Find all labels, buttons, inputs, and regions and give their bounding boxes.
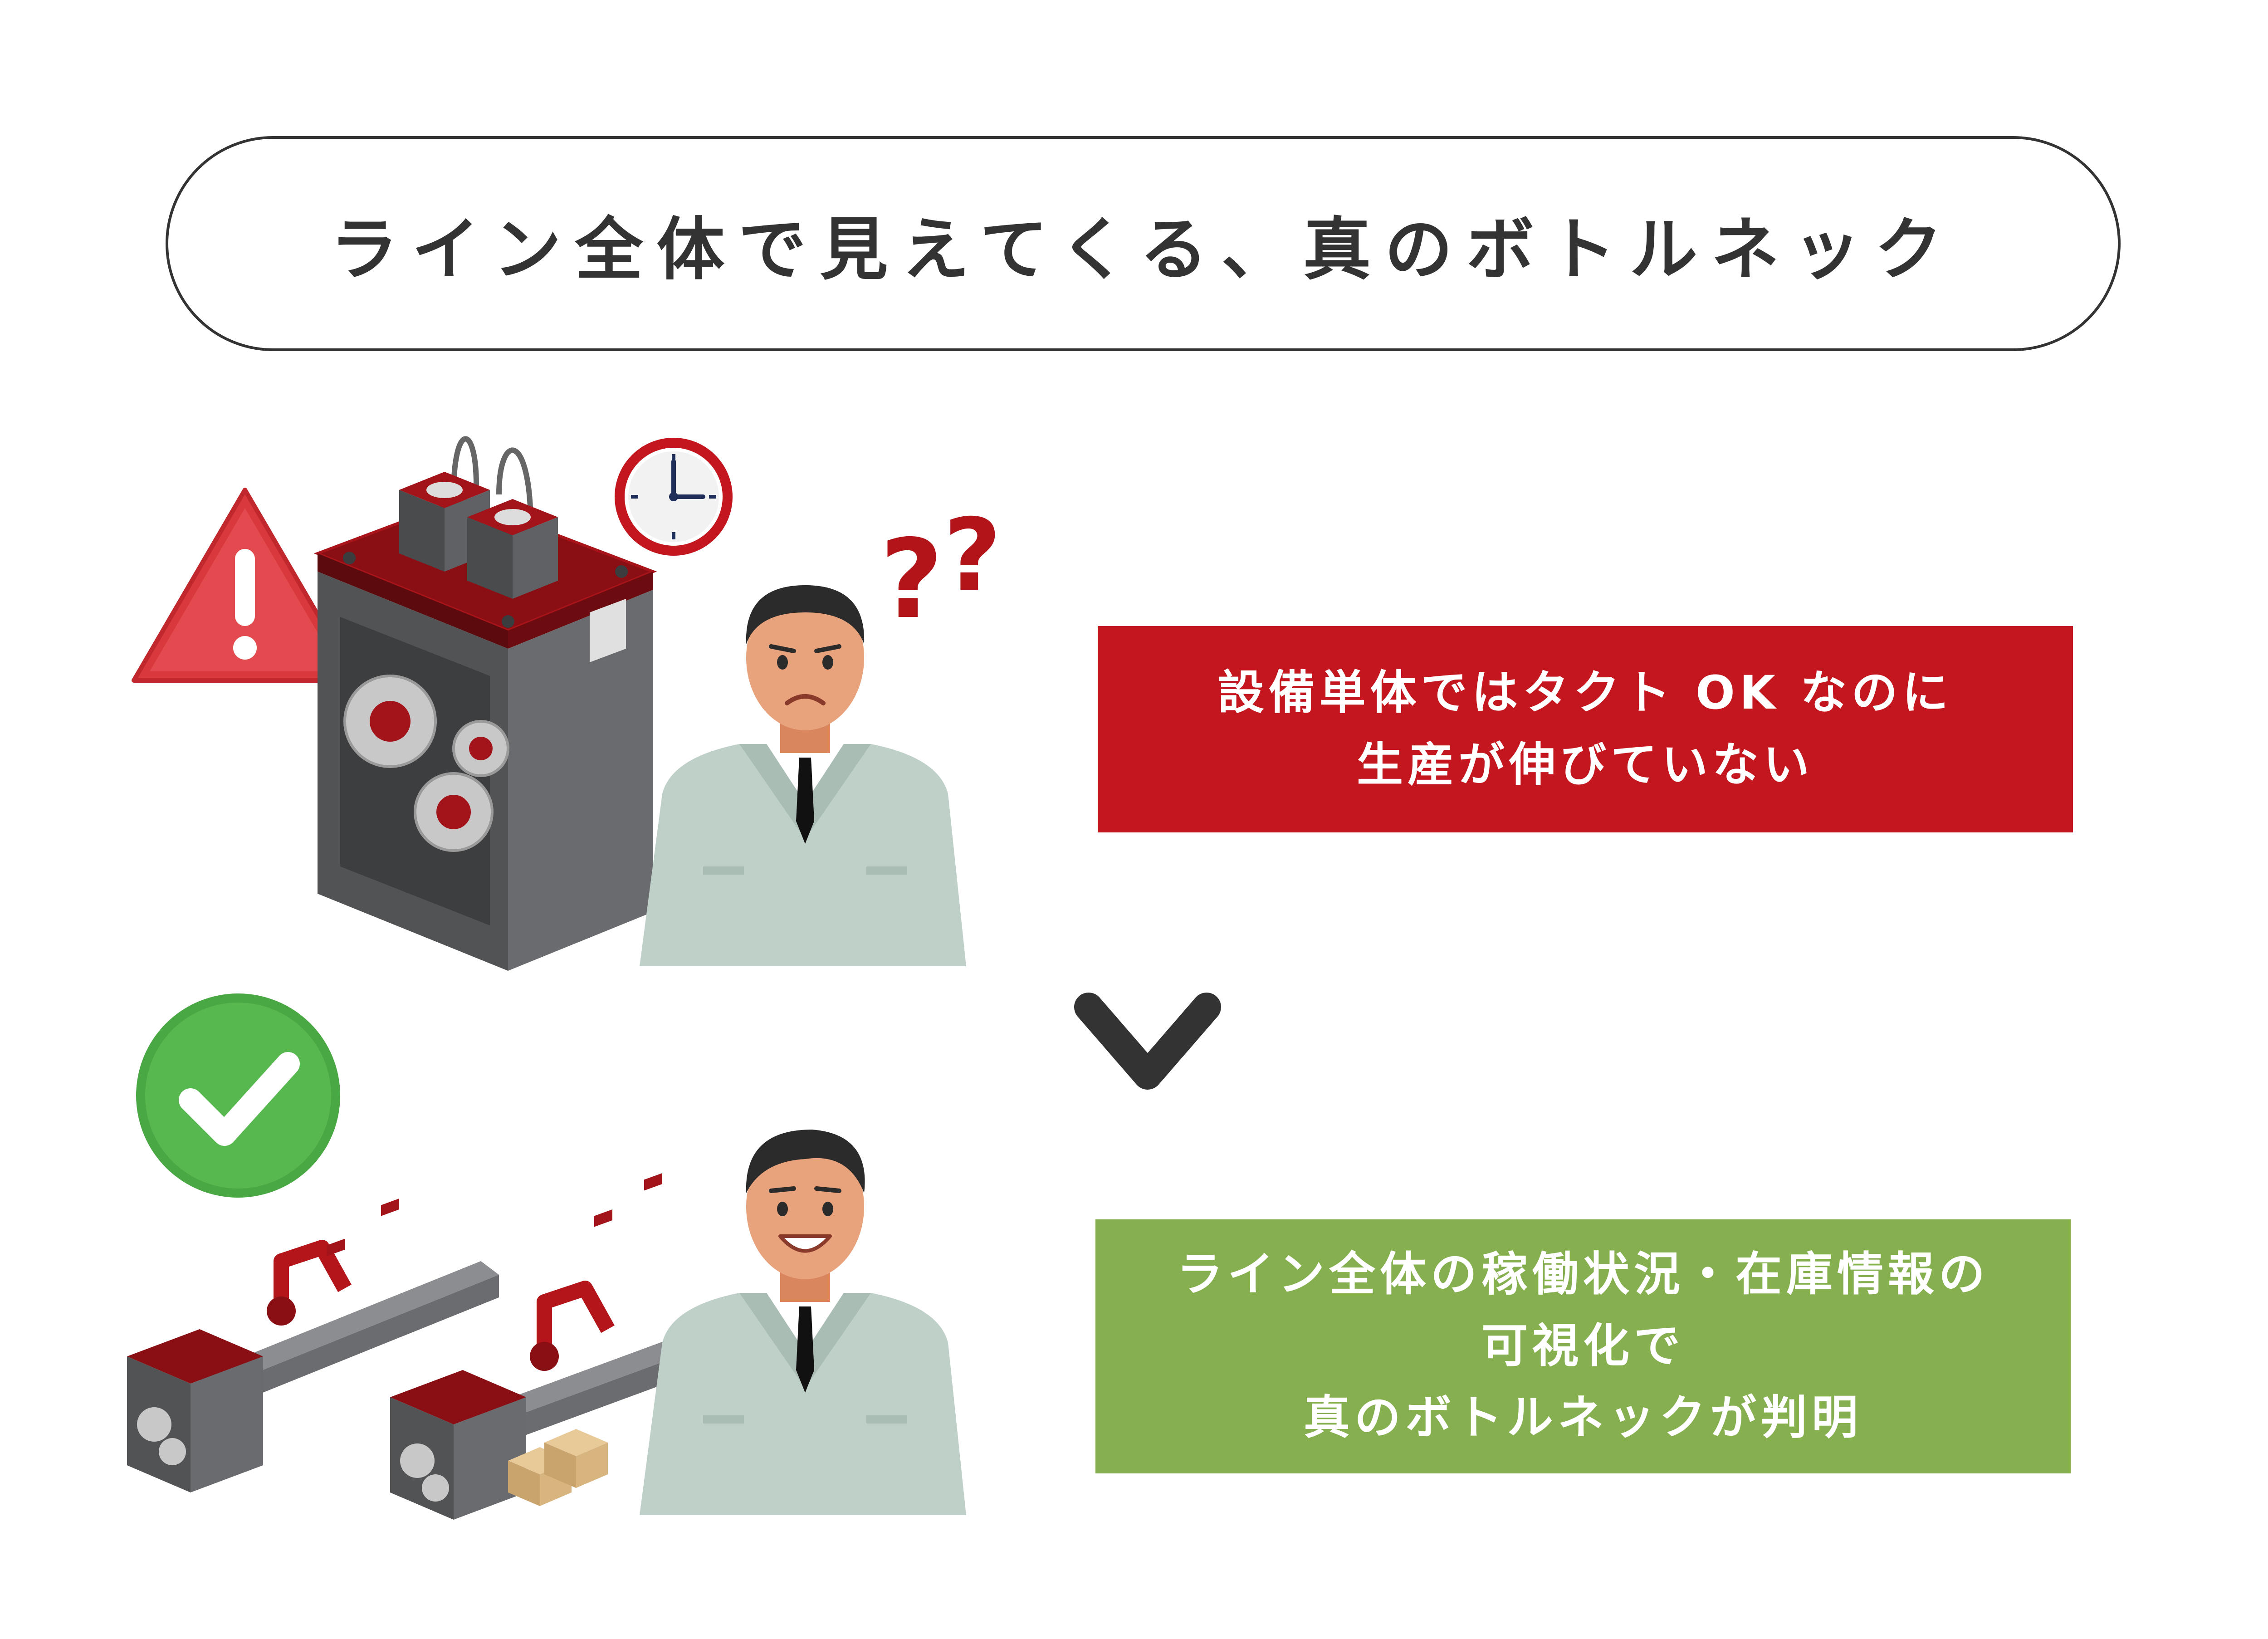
svg-text:?: ?	[880, 516, 943, 643]
worker-confused	[640, 585, 966, 966]
problem-callout: 設備単体ではタクト OK なのに 生産が伸びていない	[1098, 626, 2073, 832]
machine-illustration	[313, 436, 657, 971]
worker-happy	[640, 1130, 966, 1515]
check-circle-icon	[136, 993, 340, 1198]
question-marks-icon: ? ?	[880, 497, 1002, 643]
solution-callout: ライン全体の稼働状況・在庫情報の 可視化で 真のボトルネックが判明	[1095, 1219, 2071, 1473]
title-banner: ライン全体で見えてくる、真のボトルネック	[166, 136, 2121, 351]
problem-line-1: 設備単体ではタクト OK なのに	[1217, 666, 1953, 720]
machine-side	[508, 590, 653, 971]
chevron-down-icon	[1074, 993, 1221, 1090]
page-title: ライン全体で見えてくる、真のボトルネック	[330, 210, 1956, 289]
solution-line-1: ライン全体の稼働状況・在庫情報の	[1177, 1247, 1989, 1301]
solution-line-2: 可視化で	[1481, 1319, 1685, 1373]
solution-line-3: 真のボトルネックが判明	[1304, 1391, 1862, 1445]
conveyor-line-illustration	[127, 1173, 739, 1520]
clock-icon	[615, 438, 733, 556]
problem-line-2: 生産が伸びていない	[1357, 738, 1814, 792]
warning-triangle-icon	[132, 488, 358, 683]
svg-text:?: ?	[943, 497, 1002, 613]
